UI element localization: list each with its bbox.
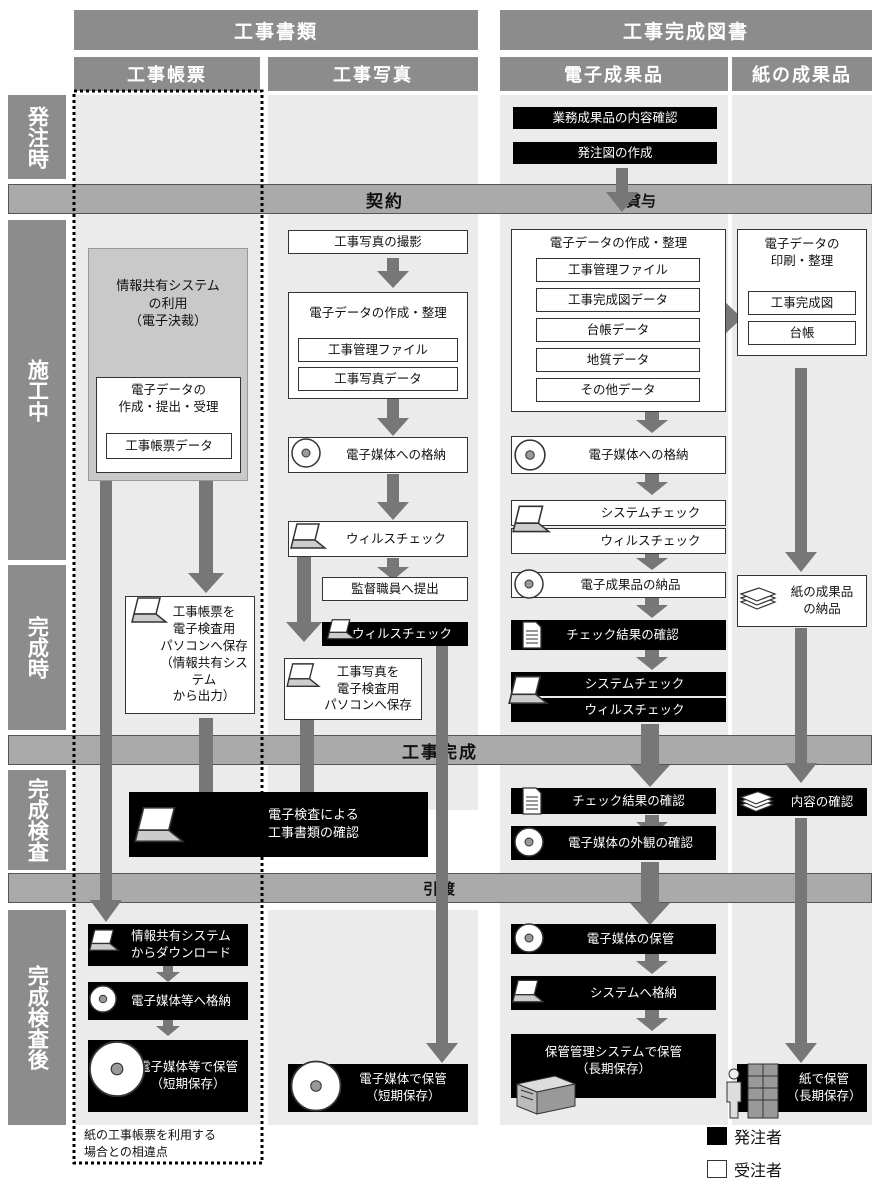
elec-data-title: 電子データの作成・整理 xyxy=(549,235,688,250)
elec-item-3: 地質データ xyxy=(536,348,700,372)
forms-store-media-box: 電子媒体等へ格納 xyxy=(88,982,248,1020)
laptop-icon xyxy=(134,806,186,843)
elec-syscheck-box: システムチェック xyxy=(511,500,726,526)
paper-stack-icon xyxy=(739,791,775,812)
band-lend-label: 貸与 xyxy=(626,192,657,210)
phase-inspection: 完成検査 xyxy=(8,770,66,870)
legend-orderer-label: 発注者 xyxy=(734,1128,783,1147)
header-electronic: 電子成果品 xyxy=(500,57,728,91)
phase-completion-label: 完成時 xyxy=(25,616,50,679)
elec-virus-box: ウィルスチェック xyxy=(511,528,726,554)
elec-check-result2-box: チェック結果の確認 xyxy=(511,788,716,814)
phase-construction-label: 施工中 xyxy=(25,358,50,422)
header-paper: 紙の成果品 xyxy=(732,57,872,91)
laptop-icon xyxy=(88,929,120,951)
elec-deliver-box: 電子成果品の納品 xyxy=(511,572,726,598)
photos-item1: 工事管理ファイル xyxy=(298,338,458,362)
forms-sub-title: 電子データの 作成・提出・受理 xyxy=(118,382,219,414)
document-icon xyxy=(522,621,542,649)
order-confirm-box: 業務成果品の内容確認 xyxy=(513,107,717,129)
cd-icon xyxy=(514,923,544,953)
band-contract-label: 契約 xyxy=(366,191,404,212)
photos-data-title: 電子データの作成・整理 xyxy=(309,305,447,320)
legend-orderer-swatch xyxy=(707,1127,727,1145)
legend-contractor-swatch xyxy=(707,1160,727,1178)
laptop-icon xyxy=(290,523,327,549)
forms-save-pc-text: 工事帳票を 電子検査用 パソコンへ保存 （情報共有システム から出力） xyxy=(160,604,248,704)
phase-inspection-label: 完成検査 xyxy=(25,778,50,862)
photos-virus2-box: ウィルスチェック xyxy=(322,622,468,646)
elec-media-look-box: 電子媒体の外観の確認 xyxy=(511,826,716,860)
elec-sys-store-box: システムへ格納 xyxy=(511,976,716,1010)
laptop-icon xyxy=(512,505,551,533)
elec-virus2-box: ウィルスチェック xyxy=(511,698,726,722)
cd-icon xyxy=(88,1040,146,1098)
elec-check-result-box: チェック結果の確認 xyxy=(511,620,726,650)
forms-system-title: 情報共有システム の利用 （電子決裁） xyxy=(116,279,220,330)
elec-item-2: 台帳データ xyxy=(536,318,700,342)
laptop-icon xyxy=(326,619,356,640)
paper-stack-icon xyxy=(739,587,777,610)
server-icon xyxy=(515,1075,577,1115)
band-done: 工事完成 xyxy=(8,735,872,765)
cd-icon xyxy=(89,985,117,1013)
header-construction-docs: 工事書類 xyxy=(74,10,478,50)
inspection-common-box: 電子検査による 工事書類の確認 xyxy=(129,792,428,857)
forms-sub-item: 工事帳票データ xyxy=(106,433,232,459)
header-completion-drawings: 工事完成図書 xyxy=(500,10,872,50)
cd-icon xyxy=(514,827,544,857)
phase-after-label: 完成検査後 xyxy=(25,965,50,1070)
phase-completion: 完成時 xyxy=(8,565,66,730)
forms-note: 紙の工事帳票を利用する 場合との相違点 xyxy=(84,1128,217,1159)
forms-download-box: 情報共有システム からダウンロード xyxy=(88,924,248,966)
photos-item2: 工事写真データ xyxy=(298,367,458,391)
cabinet-person-icon xyxy=(726,1063,779,1119)
phase-order-label: 発注時 xyxy=(25,105,50,169)
header-forms: 工事帳票 xyxy=(74,57,260,91)
phase-after: 完成検査後 xyxy=(8,910,66,1125)
elec-item-4: その他データ xyxy=(536,378,700,402)
cd-icon xyxy=(291,438,321,468)
paper-item1: 工事完成図 xyxy=(748,291,856,315)
cd-icon xyxy=(514,439,546,471)
laptop-icon xyxy=(508,675,549,704)
elec-store-box: 電子媒体への格納 xyxy=(511,436,726,474)
header-photos: 工事写真 xyxy=(268,57,478,91)
paper-item2: 台帳 xyxy=(748,321,856,345)
paper-data-title: 電子データの 印刷・整理 xyxy=(764,236,840,268)
photos-shoot-box: 工事写真の撮影 xyxy=(288,230,468,254)
elec-item-1: 工事完成図データ xyxy=(536,288,700,312)
order-drawing-box: 発注図の作成 xyxy=(513,142,717,164)
laptop-icon xyxy=(286,663,321,687)
band-contract: 契約 xyxy=(8,184,872,214)
laptop-icon xyxy=(511,979,545,1003)
laptop-icon xyxy=(131,597,168,623)
photos-submit-box: 監督職員へ提出 xyxy=(322,577,468,601)
document-icon xyxy=(522,787,542,815)
elec-syscheck2-box: システムチェック xyxy=(511,672,726,696)
elec-item-0: 工事管理ファイル xyxy=(536,258,700,282)
phase-construction: 施工中 xyxy=(8,220,66,560)
elec-media-keep-box: 電子媒体の保管 xyxy=(511,924,716,954)
band-handover: 引渡 xyxy=(8,873,872,903)
phase-order: 発注時 xyxy=(8,95,66,179)
photos-store-box: 電子媒体への格納 xyxy=(288,437,468,473)
cd-icon xyxy=(290,1060,342,1112)
legend-contractor-label: 受注者 xyxy=(734,1161,783,1180)
cd-icon xyxy=(514,569,544,599)
